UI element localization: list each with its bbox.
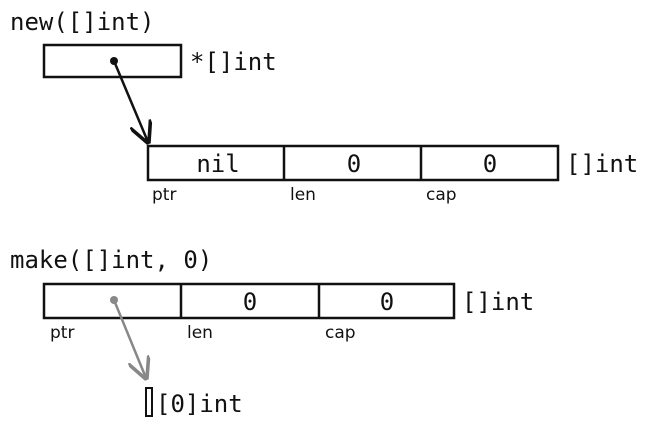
slice-type-label: []int	[462, 288, 534, 316]
len-field-label: len	[290, 185, 316, 205]
ptr-cell-value: nil	[196, 150, 239, 178]
empty-array-box	[145, 387, 153, 417]
pointer-arrow-gray	[112, 299, 146, 378]
len-cell-value: 0	[243, 288, 257, 316]
slice-type-label: []int	[566, 150, 638, 178]
slice-header-new: nil 0 0 []int ptr len cap	[146, 144, 638, 205]
header-box	[146, 144, 560, 182]
slice-header-make: 0 0 []int ptr len cap	[42, 282, 534, 343]
cap-cell-value: 0	[380, 288, 394, 316]
cap-field-label: cap	[325, 323, 356, 343]
pointer-box	[42, 43, 183, 79]
make-heading: make([]int, 0)	[10, 246, 212, 274]
pointer-arrow	[112, 60, 148, 142]
cap-field-label: cap	[426, 185, 457, 205]
ptr-field-label: ptr	[50, 323, 74, 343]
len-field-label: len	[187, 323, 213, 343]
cap-cell-value: 0	[483, 150, 497, 178]
array-type-label: [0]int	[156, 390, 243, 418]
len-cell-value: 0	[347, 150, 361, 178]
pointer-type-label: *[]int	[190, 48, 277, 76]
new-heading: new([]int)	[10, 8, 155, 36]
zero-length-array: [0]int	[145, 387, 243, 418]
ptr-field-label: ptr	[152, 185, 176, 205]
